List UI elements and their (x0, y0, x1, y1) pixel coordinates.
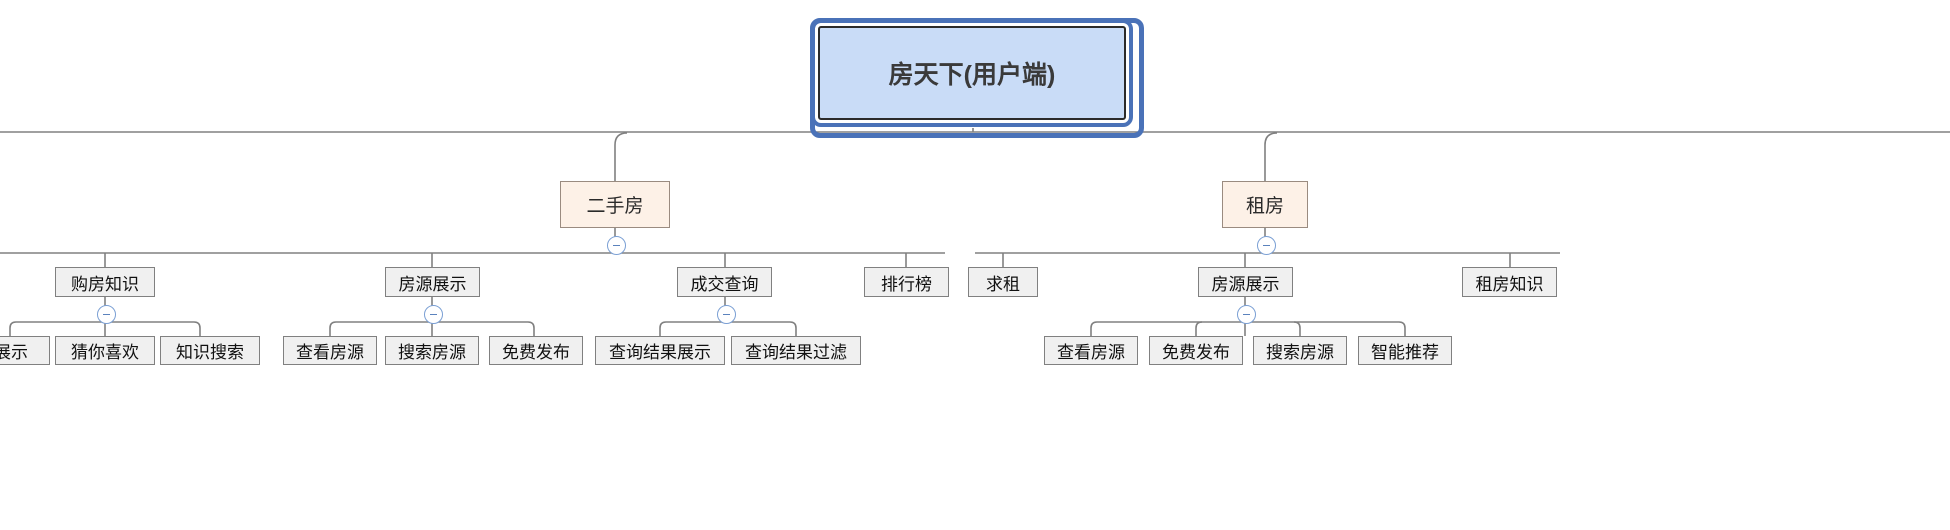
branch-node-ershoufang[interactable]: 二手房 (560, 181, 670, 228)
branch-node-ershoufang-label: 二手房 (586, 196, 644, 217)
node-gou-fang-zhishi-label: 购房知识 (71, 274, 139, 294)
root-node-label: 房天下(用户端) (888, 61, 1056, 89)
leaf-sousuo-fangyuan-ershou-label: 搜索房源 (398, 343, 466, 362)
leaf-chakan-fangyuan-zufang-label: 查看房源 (1057, 343, 1125, 362)
leaf-mianfei-fabu-ershou-label: 免费发布 (502, 343, 570, 362)
node-qiuzu[interactable]: 求租 (968, 267, 1038, 297)
leaf-chaxun-jieguo-guolv[interactable]: 查询结果过滤 (731, 336, 861, 365)
leaf-mianfei-fabu-ershou[interactable]: 免费发布 (489, 336, 583, 365)
leaf-zhanshi[interactable]: 展示 (0, 336, 50, 365)
node-zufang-zhishi-label: 租房知识 (1475, 274, 1544, 294)
node-gou-fang-zhishi[interactable]: 购房知识 (55, 267, 155, 297)
leaf-chaxun-jieguo-zhanshi[interactable]: 查询结果展示 (595, 336, 725, 365)
node-fangyuan-zhanshi-zufang[interactable]: 房源展示 (1198, 267, 1293, 297)
collapse-toggle-ershoufang[interactable] (607, 236, 626, 255)
leaf-zhishi-sousuo[interactable]: 知识搜索 (160, 336, 260, 365)
leaf-zhanshi-label: 展示 (0, 343, 28, 362)
leaf-chakan-fangyuan-ershou-label: 查看房源 (296, 343, 364, 362)
leaf-chaxun-jieguo-guolv-label: 查询结果过滤 (745, 343, 847, 362)
leaf-zhineng-tuijian-label: 智能推荐 (1371, 343, 1439, 362)
leaf-mianfei-fabu-zufang[interactable]: 免费发布 (1149, 336, 1243, 365)
leaf-chakan-fangyuan-ershou[interactable]: 查看房源 (283, 336, 377, 365)
collapse-toggle-chengjiao-chaxun[interactable] (717, 305, 736, 324)
root-node-highlight (810, 18, 1144, 138)
leaf-zhishi-sousuo-label: 知识搜索 (176, 343, 244, 362)
node-fangyuan-zhanshi-ershou-label: 房源展示 (398, 274, 467, 294)
node-fangyuan-zhanshi-zufang-label: 房源展示 (1211, 274, 1280, 294)
leaf-chaxun-jieguo-zhanshi-label: 查询结果展示 (609, 343, 711, 362)
leaf-mianfei-fabu-zufang-label: 免费发布 (1162, 343, 1230, 362)
node-paihangbang[interactable]: 排行榜 (864, 267, 949, 297)
leaf-zhineng-tuijian[interactable]: 智能推荐 (1358, 336, 1452, 365)
branch-node-zufang[interactable]: 租房 (1222, 181, 1308, 228)
node-chengjiao-chaxun[interactable]: 成交查询 (677, 267, 772, 297)
leaf-sousuo-fangyuan-zufang-label: 搜索房源 (1266, 343, 1334, 362)
leaf-cainixihuan-label: 猜你喜欢 (71, 343, 139, 362)
node-fangyuan-zhanshi-ershou[interactable]: 房源展示 (385, 267, 480, 297)
node-zufang-zhishi[interactable]: 租房知识 (1462, 267, 1557, 297)
leaf-cainixihuan[interactable]: 猜你喜欢 (55, 336, 155, 365)
collapse-toggle-fangyuan-zhanshi-zufang[interactable] (1237, 305, 1256, 324)
leaf-chakan-fangyuan-zufang[interactable]: 查看房源 (1044, 336, 1138, 365)
branch-node-zufang-label: 租房 (1245, 196, 1284, 217)
root-node[interactable]: 房天下(用户端) (811, 19, 1133, 127)
node-qiuzu-label: 求租 (986, 274, 1020, 294)
collapse-toggle-gou-fang-zhishi[interactable] (97, 305, 116, 324)
node-paihangbang-label: 排行榜 (881, 274, 932, 294)
leaf-sousuo-fangyuan-zufang[interactable]: 搜索房源 (1253, 336, 1347, 365)
node-chengjiao-chaxun-label: 成交查询 (690, 274, 759, 294)
collapse-toggle-zufang[interactable] (1257, 236, 1276, 255)
leaf-sousuo-fangyuan-ershou[interactable]: 搜索房源 (385, 336, 479, 365)
collapse-toggle-fangyuan-zhanshi-ershou[interactable] (424, 305, 443, 324)
